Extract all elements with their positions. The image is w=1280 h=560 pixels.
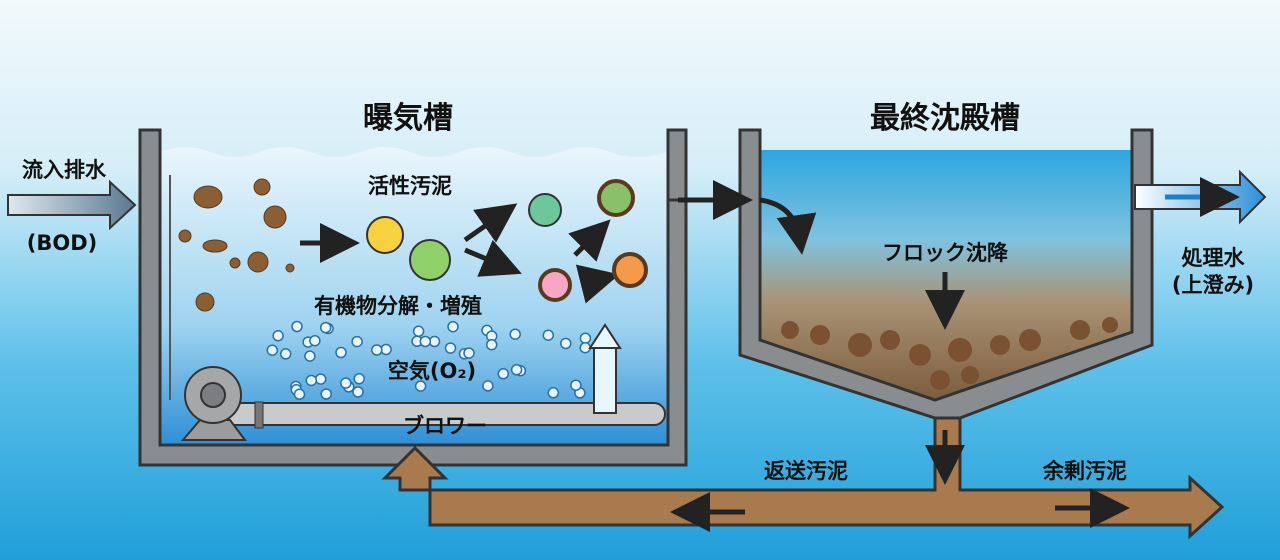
- bubble: [305, 374, 318, 387]
- bubble: [380, 343, 392, 356]
- bubble: [340, 377, 352, 389]
- floc-settling-label: フロック沈降: [882, 241, 1009, 265]
- bubble: [414, 380, 427, 392]
- bubble: [353, 372, 365, 385]
- activated-sludge-label: 活性汚泥: [368, 174, 452, 198]
- bubble: [482, 380, 494, 392]
- settled-sludge: [781, 317, 1118, 390]
- bubble: [509, 328, 521, 340]
- bubble: [547, 387, 560, 399]
- bubble: [279, 348, 292, 360]
- bubble: [314, 373, 327, 385]
- bubble: [447, 320, 459, 333]
- inflow-label: 流入排水: [22, 158, 107, 182]
- bubble: [485, 338, 498, 351]
- bubble: [320, 388, 332, 400]
- air-label: 空気(O₂): [388, 359, 476, 383]
- bubble: [293, 388, 306, 401]
- clarifier-title: 最終沈殿槽: [870, 101, 1020, 136]
- inflow-arrow: [7, 179, 137, 231]
- bubble: [352, 386, 364, 398]
- bubble: [463, 347, 475, 359]
- air-bubbles: [266, 320, 592, 401]
- return-sludge-label: 返送汚泥: [764, 459, 848, 483]
- bubble: [304, 350, 316, 362]
- bubble: [412, 325, 425, 338]
- bubble: [319, 321, 332, 334]
- bubble: [497, 368, 510, 380]
- excess-sludge-label: 余剰汚泥: [1042, 459, 1127, 483]
- bubble: [291, 320, 303, 333]
- bubble: [335, 346, 347, 359]
- bubble: [444, 342, 457, 354]
- bubble: [309, 334, 321, 347]
- bubble: [272, 330, 284, 342]
- bubble: [560, 337, 572, 350]
- microbes: [366, 179, 648, 302]
- flow-arrows: [300, 180, 1130, 532]
- outflow-label: 処理水: [1182, 246, 1246, 270]
- organic-matter: [178, 178, 295, 312]
- aeration-tank-title: 曝気槽: [363, 101, 453, 136]
- bubble: [419, 335, 432, 348]
- outflow-sub-label: (上澄み): [1172, 273, 1254, 297]
- bubble: [351, 335, 363, 348]
- decomposition-label: 有機物分解・増殖: [314, 294, 482, 318]
- bubble: [371, 344, 383, 356]
- bubble: [579, 341, 591, 354]
- inflow-sub-label: (BOD): [27, 231, 98, 255]
- bubble: [266, 344, 279, 356]
- bubble: [542, 329, 555, 341]
- blower-label: ブロワー: [403, 414, 487, 438]
- bubble: [510, 364, 523, 376]
- clarifier-wall: [738, 128, 1154, 420]
- bubble: [570, 379, 582, 391]
- air-up-arrow: [588, 323, 622, 349]
- bubble: [579, 332, 592, 344]
